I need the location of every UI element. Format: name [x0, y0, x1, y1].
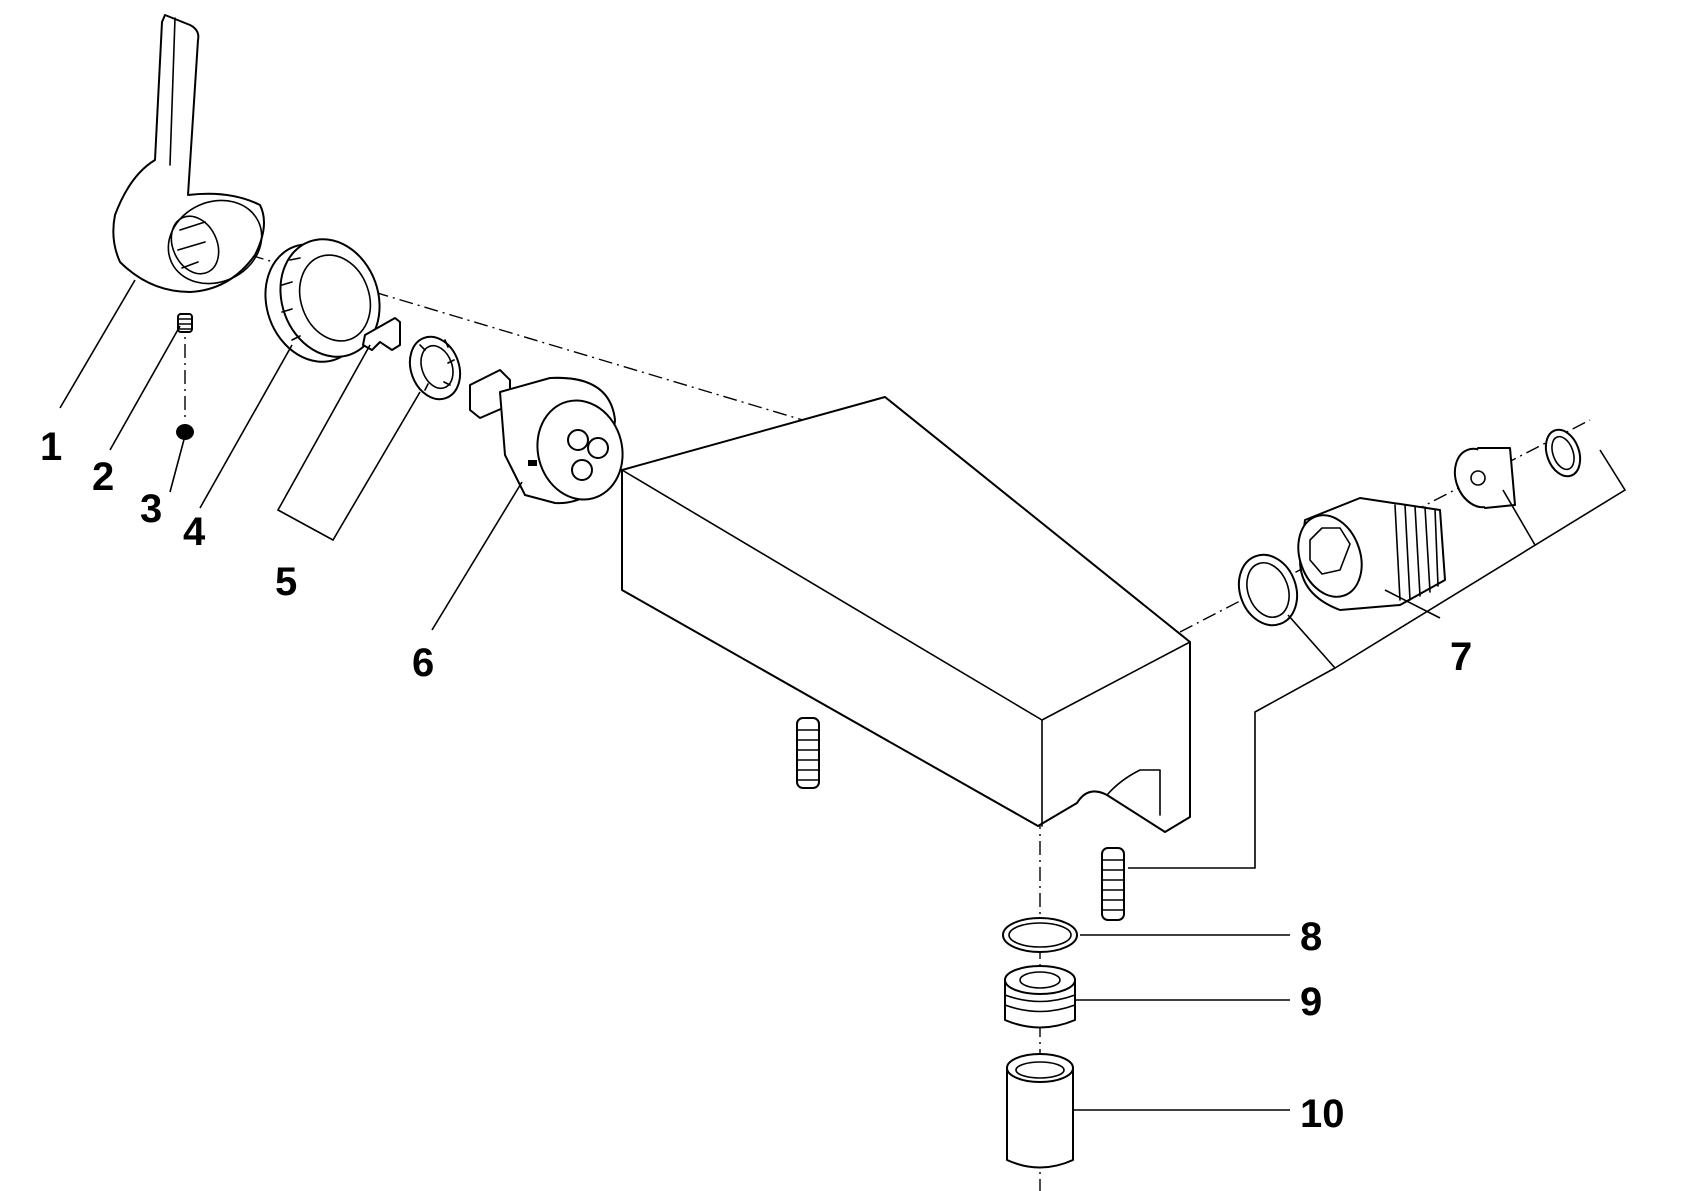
callout-numbers: 1 2 3 4 5 6 7 8 9 10 — [40, 425, 1472, 1136]
leader-lines — [59, 279, 1627, 1111]
sleeve-ring[interactable] — [249, 225, 395, 376]
callout-10: 10 — [1300, 1092, 1345, 1136]
grub-screw[interactable] — [177, 313, 193, 333]
stop-ring-set[interactable] — [362, 317, 468, 406]
callout-2: 2 — [92, 455, 114, 499]
cover-sleeve[interactable] — [1006, 1053, 1074, 1169]
valve-insert[interactable] — [1004, 965, 1076, 1029]
connector-assembly[interactable] — [1229, 425, 1586, 633]
callout-9: 9 — [1300, 980, 1322, 1024]
screw-cap[interactable] — [176, 424, 194, 440]
mixer-body — [621, 396, 1191, 833]
callout-1: 1 — [40, 425, 62, 469]
cartridge[interactable] — [469, 369, 634, 509]
callout-4: 4 — [183, 510, 206, 554]
callout-8: 8 — [1300, 915, 1322, 959]
stud-left — [796, 717, 820, 789]
o-ring[interactable] — [1002, 917, 1078, 953]
callout-7: 7 — [1450, 635, 1472, 679]
callout-3: 3 — [140, 487, 162, 531]
stud-right — [1101, 847, 1125, 921]
callout-5: 5 — [275, 560, 297, 604]
callout-6: 6 — [412, 641, 434, 685]
lever-handle[interactable] — [112, 14, 275, 299]
